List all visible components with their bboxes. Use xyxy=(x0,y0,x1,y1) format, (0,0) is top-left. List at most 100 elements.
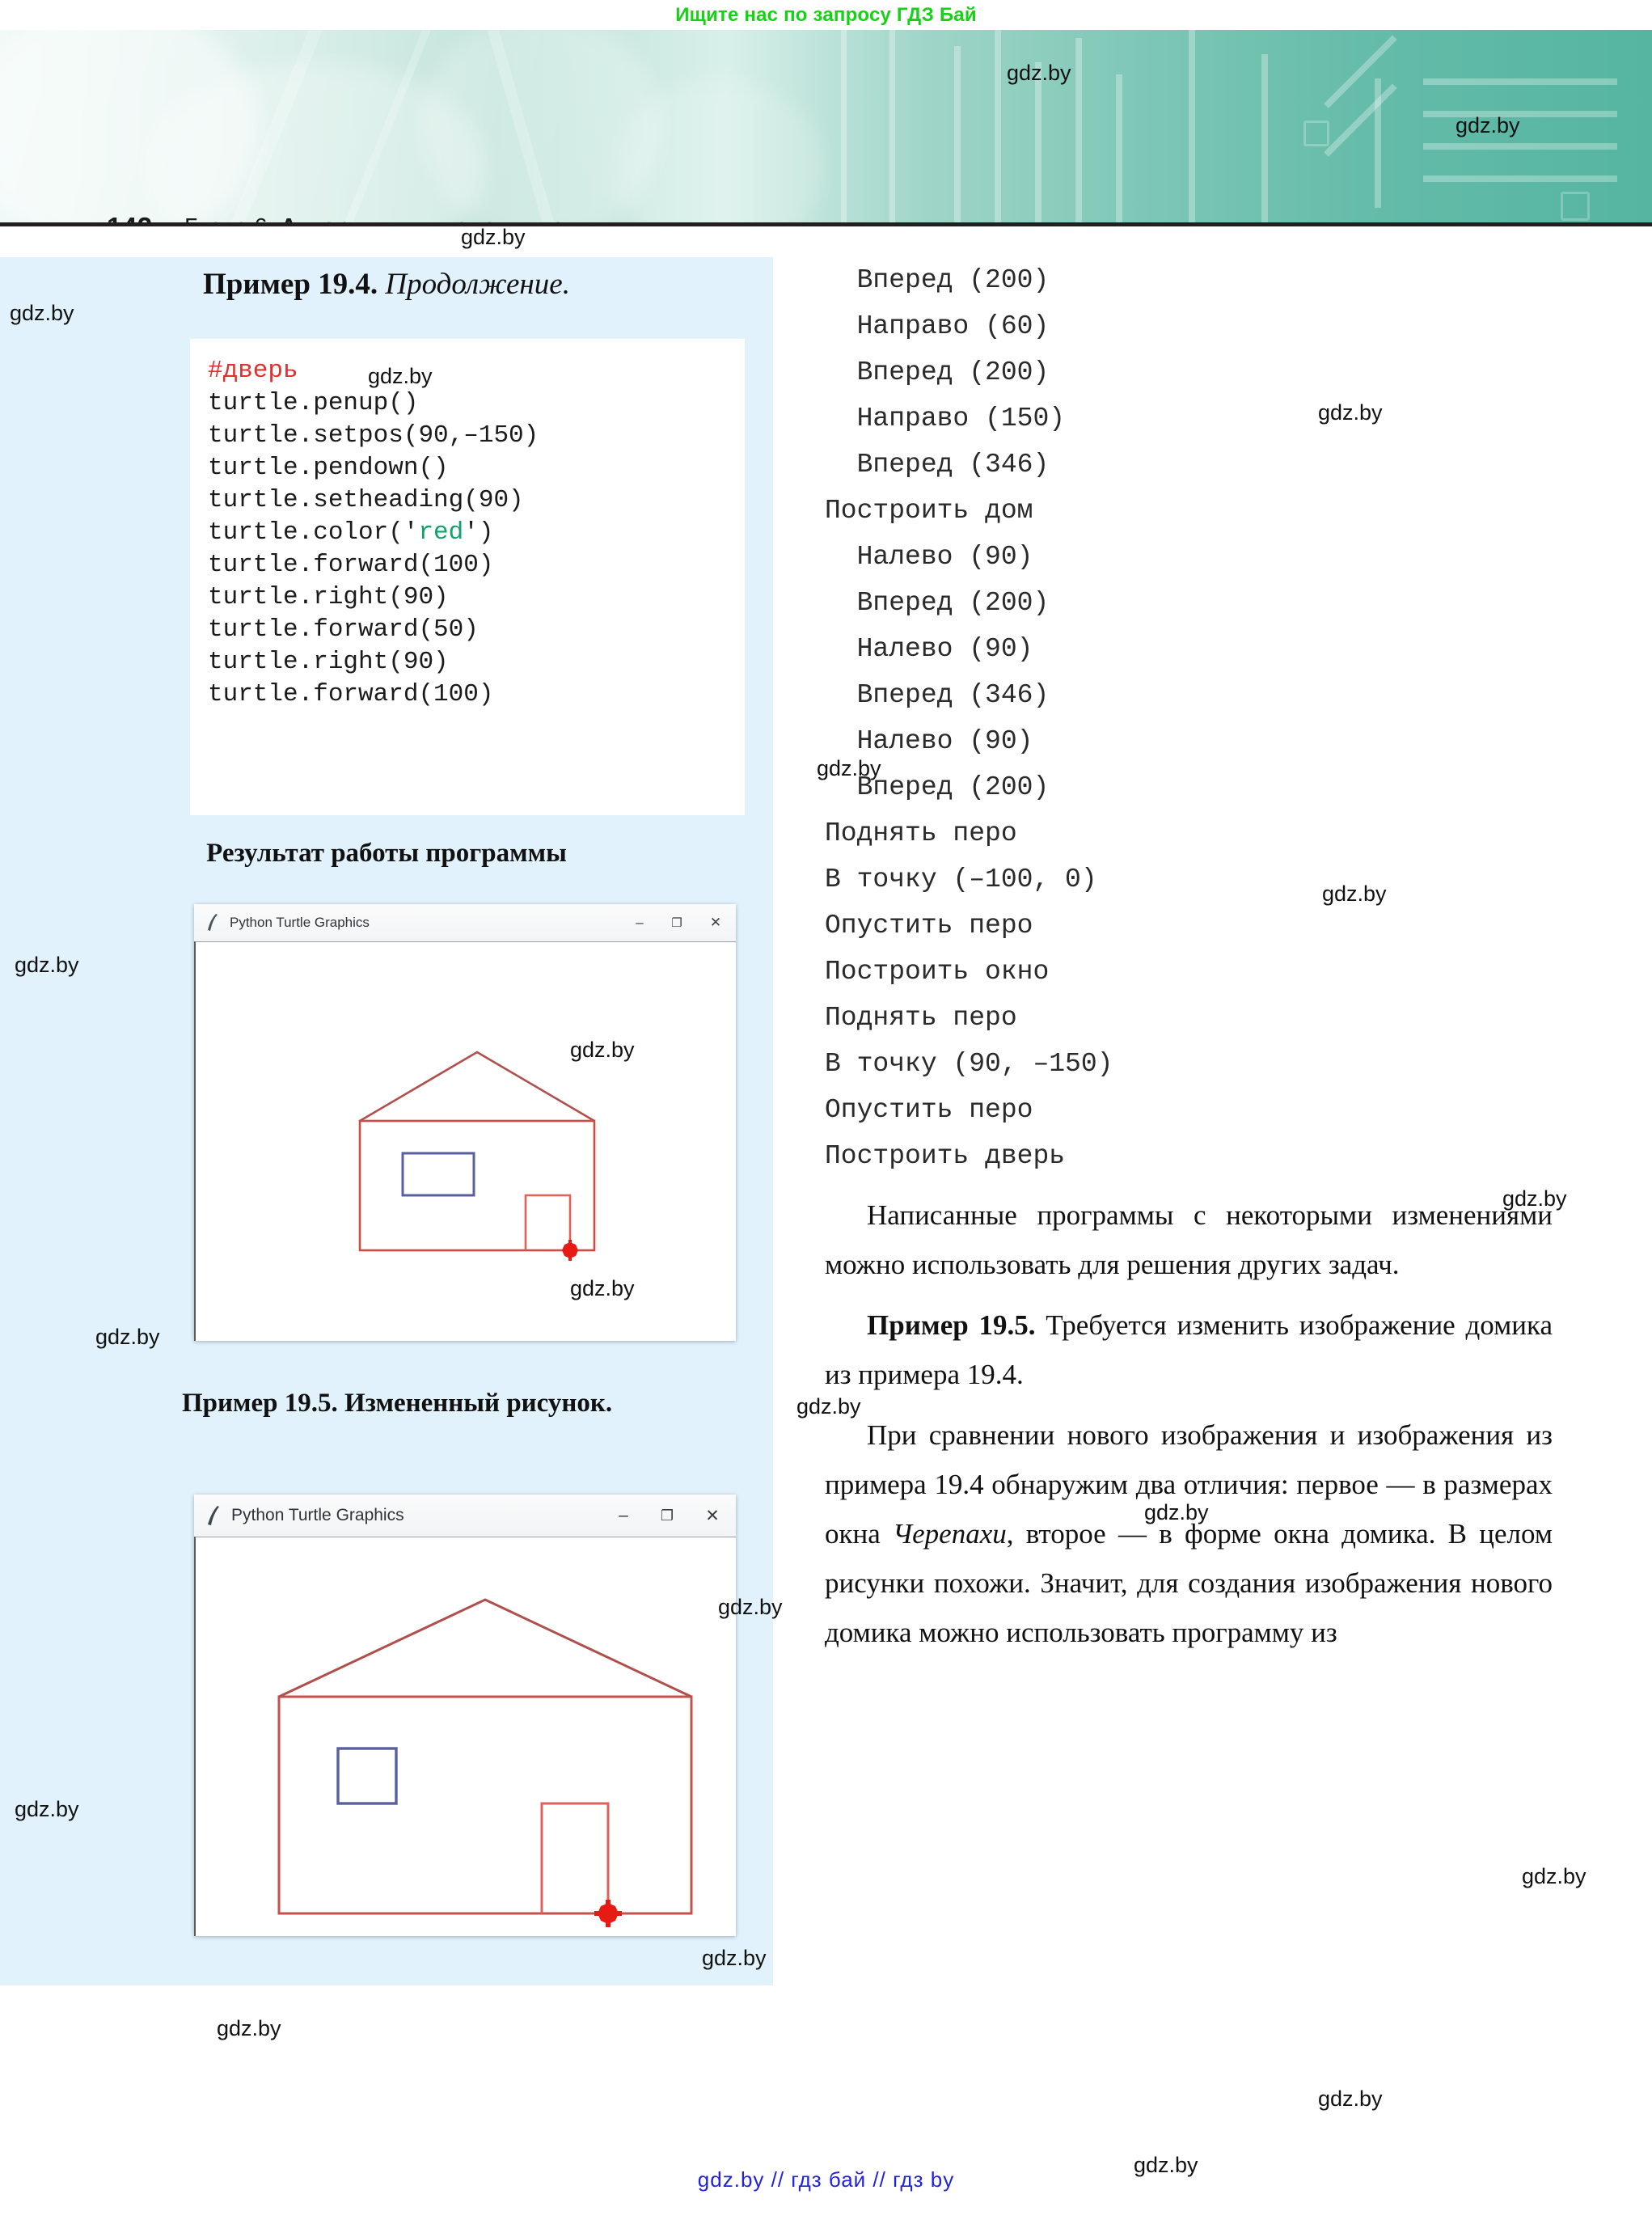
turtle-window-1-titlebar[interactable]: Python Turtle Graphics – ❐ ✕ xyxy=(194,904,736,942)
algorithm-listing: Вперед (200) Направо (60) Вперед (200) Н… xyxy=(825,257,1553,1179)
algo-line-15: Опустить перо xyxy=(825,911,1033,941)
turtle-marker-1 xyxy=(562,1240,578,1261)
paragraph-3-part-a: При сравнении нового изображения и изобр… xyxy=(825,1419,1553,1550)
algo-line-7: Налево (90) xyxy=(825,542,1033,572)
circuit-trace xyxy=(1035,62,1041,226)
paragraph-1: Написанные программы с некоторыми измене… xyxy=(825,1199,1553,1280)
algo-line-13: Поднять перо xyxy=(825,818,1017,848)
promo-banner: Ищите нас по запросу ГДЗ Бай xyxy=(0,0,1652,30)
circuit-trace xyxy=(889,30,895,226)
circuit-pad xyxy=(1303,121,1329,146)
header-rule xyxy=(0,222,1652,226)
code-line-7: turtle.right(90) xyxy=(208,583,449,611)
circuit-trace xyxy=(1189,30,1195,226)
turtle-house-drawing-2 xyxy=(277,1598,693,1927)
circuit-trace xyxy=(995,30,1001,226)
circuit-trace xyxy=(1116,74,1122,226)
circuit-trace xyxy=(1423,175,1617,182)
circuit-trace xyxy=(1423,78,1617,85)
circuit-pad xyxy=(1561,192,1590,221)
watermark-21: gdz.by xyxy=(1318,2087,1383,2111)
right-column: Вперед (200) Направо (60) Вперед (200) Н… xyxy=(825,257,1553,1657)
turtle-house-drawing-1 xyxy=(358,1051,596,1261)
code-line-9: turtle.right(90) xyxy=(208,648,449,676)
algo-line-4: Направо (150) xyxy=(825,404,1066,433)
circuit-trace xyxy=(841,30,847,226)
algo-line-10: Вперед (346) xyxy=(825,680,1050,710)
turtle-canvas-2 xyxy=(194,1537,736,1936)
page-footer: gdz.by // гдз бай // гдз by xyxy=(697,2167,955,2192)
algo-line-14: В точку (–100, 0) xyxy=(825,865,1097,894)
watermark-20: gdz.by xyxy=(217,2016,281,2040)
code-comment: #дверь xyxy=(208,357,298,385)
turtle-window-1-controls[interactable]: – ❐ ✕ xyxy=(621,915,736,931)
paragraph-3-part-b: , второе — в форме окна домика. В целом … xyxy=(825,1518,1553,1648)
close-button[interactable]: ✕ xyxy=(709,915,722,930)
page-header-band: 142 Глава 6. Алгоритмы и исполнители xyxy=(0,30,1652,226)
result-caption: Результат работы программы xyxy=(206,839,567,868)
algo-line-8: Вперед (200) xyxy=(825,588,1050,618)
turtle-window-2-controls[interactable]: – ❐ ✕ xyxy=(602,1506,736,1526)
turtle-canvas-2-border xyxy=(194,1537,736,1936)
example-19-4-label: Пример 19.4. xyxy=(203,268,378,301)
header-blob xyxy=(615,78,825,226)
algo-line-16: Построить окно xyxy=(825,957,1050,987)
circuit-trace xyxy=(1075,38,1082,226)
minimize-button[interactable]: – xyxy=(619,1506,628,1524)
header-blob xyxy=(146,62,485,226)
close-button[interactable]: ✕ xyxy=(705,1506,720,1525)
paragraph-3-italic-term: Черепахи xyxy=(893,1518,1007,1550)
algo-line-1: Вперед (200) xyxy=(825,265,1050,295)
header-blob xyxy=(420,30,663,226)
example-19-4-title: Пример 19.4. Продолжение. xyxy=(0,267,773,302)
code-line-8: turtle.forward(50) xyxy=(208,615,479,644)
watermark-18: gdz.by xyxy=(1522,1864,1587,1888)
algo-line-11: Налево (90) xyxy=(825,726,1033,756)
circuit-trace xyxy=(1375,78,1381,208)
code-line-10: turtle.forward(100) xyxy=(208,680,494,708)
code-line-1: turtle.penup() xyxy=(208,389,419,417)
paragraph-2-text: Требуется изменить изображение домика из… xyxy=(825,1309,1553,1390)
turtle-canvas-1-border xyxy=(194,941,736,1341)
circuit-trace xyxy=(1423,111,1617,117)
algo-line-3: Вперед (200) xyxy=(825,357,1050,387)
code-text: #дверь turtle.penup() turtle.setpos(90,–… xyxy=(208,355,539,711)
turtle-window-1-title: Python Turtle Graphics xyxy=(230,915,370,930)
turtle-window-2-title: Python Turtle Graphics xyxy=(231,1506,404,1524)
algo-line-9: Налево (90) xyxy=(825,634,1033,664)
algo-line-5: Вперед (346) xyxy=(825,450,1050,480)
code-line-2: turtle.setpos(90,–150) xyxy=(208,421,539,450)
circuit-trace xyxy=(1261,54,1268,226)
code-line-3: turtle.pendown() xyxy=(208,454,449,482)
turtle-window-2-frame: Python Turtle Graphics – ❐ ✕ xyxy=(194,1495,736,1936)
python-feather-icon xyxy=(208,1505,219,1525)
example-19-5-caption: Пример 19.5. Измененный рисунок. xyxy=(182,1385,748,1422)
code-line-4: turtle.setheading(90) xyxy=(208,486,524,514)
turtle-window-2: Python Turtle Graphics – ❐ ✕ xyxy=(194,1495,736,1936)
code-line-5: turtle.color('red') xyxy=(208,518,494,547)
circuit-trace xyxy=(1423,143,1617,150)
algo-line-12: Вперед (200) xyxy=(825,772,1050,802)
code-line-6: turtle.forward(100) xyxy=(208,551,494,579)
turtle-canvas-1 xyxy=(194,941,736,1341)
promo-banner-text: Ищите нас по запросу ГДЗ Бай xyxy=(675,3,977,26)
watermark-3: gdz.by xyxy=(461,225,526,249)
python-feather-icon xyxy=(208,914,218,931)
turtle-window-1: Python Turtle Graphics – ❐ ✕ xyxy=(194,904,736,1341)
algo-line-19: Опустить перо xyxy=(825,1095,1033,1125)
code-block: #дверь turtle.penup() turtle.setpos(90,–… xyxy=(190,339,745,815)
maximize-button[interactable]: ❐ xyxy=(671,916,682,930)
minimize-button[interactable]: – xyxy=(636,915,644,930)
paragraph-3: При сравнении нового изображения и изобр… xyxy=(825,1410,1553,1657)
header-blob xyxy=(0,30,259,226)
algo-line-18: В точку (90, –150) xyxy=(825,1049,1113,1079)
turtle-marker-2 xyxy=(594,1900,622,1927)
maximize-button[interactable]: ❐ xyxy=(660,1507,674,1524)
algo-line-2: Направо (60) xyxy=(825,311,1050,341)
code-string-literal: red xyxy=(418,518,464,547)
turtle-window-2-titlebar[interactable]: Python Turtle Graphics – ❐ ✕ xyxy=(194,1495,736,1537)
paragraph-2-label: Пример 19.5. xyxy=(867,1309,1036,1341)
algo-line-6: Построить дом xyxy=(825,496,1033,526)
example-19-5-label: Пример 19.5. xyxy=(182,1389,338,1418)
paragraph-2: Пример 19.5. Требуется изменить изображе… xyxy=(825,1300,1553,1399)
